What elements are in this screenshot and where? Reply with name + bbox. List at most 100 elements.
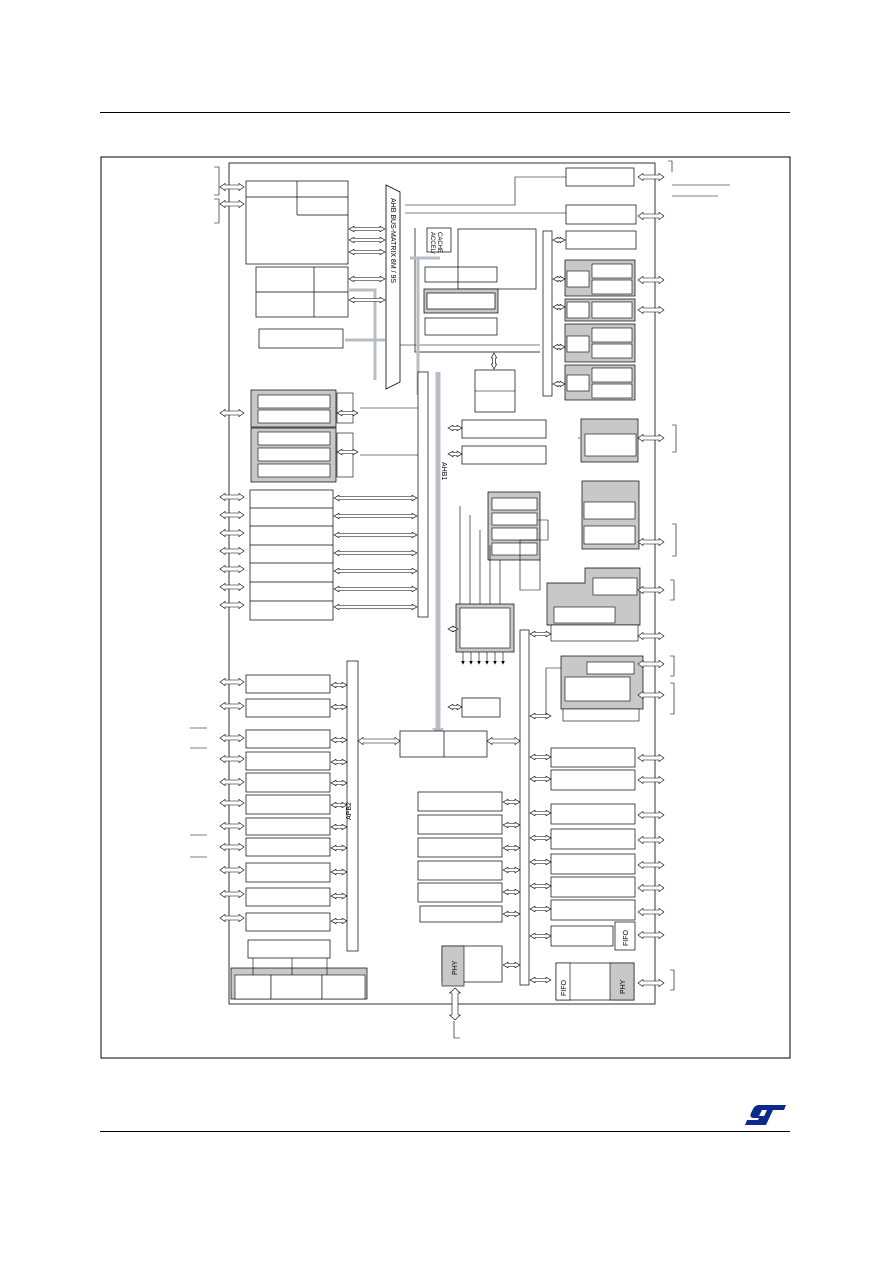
usb-otg-hs-block — [565, 204, 637, 225]
bus-arrow — [330, 681, 348, 689]
bus-arrow — [333, 567, 418, 575]
bus-matrix — [385, 184, 401, 390]
bus-arrow — [219, 582, 245, 592]
bus-arrow — [333, 603, 418, 611]
bus-arrow — [219, 528, 245, 538]
bus-arrow — [330, 844, 348, 852]
analog-block — [230, 967, 368, 1000]
timer-group-1 — [564, 259, 636, 297]
bus-arrow — [447, 625, 459, 633]
pwr-block — [581, 480, 640, 550]
debug-block — [258, 328, 344, 349]
bus-arrow — [219, 777, 245, 787]
bus-arrow — [330, 868, 348, 876]
bus-arrow — [348, 236, 386, 244]
bus-arrow — [330, 758, 348, 766]
bus-arrow — [637, 690, 665, 700]
fifo-label-2: FIFO — [561, 980, 568, 996]
bus-arrow — [330, 917, 348, 925]
dac-block — [560, 655, 644, 722]
st-logo-icon — [745, 1105, 786, 1125]
bus-arrow — [330, 823, 348, 831]
bus-arrow — [219, 546, 245, 556]
cache-block — [426, 227, 452, 253]
bus-arrow — [637, 585, 665, 595]
bus-arrow — [529, 712, 552, 720]
bus-arrow — [637, 835, 665, 845]
fifo-label-1: FIFO — [623, 930, 630, 946]
bus-arrow — [333, 494, 418, 502]
timer-group-3 — [564, 323, 636, 363]
bus-arrow — [637, 305, 665, 315]
bus-arrow — [529, 775, 552, 783]
sram-block-1 — [424, 266, 498, 283]
bus-arrow — [637, 753, 665, 763]
bus-arrow — [552, 343, 566, 351]
apb2-bus — [346, 660, 359, 952]
ethernet-block — [565, 167, 635, 187]
bus-arrow — [529, 858, 552, 866]
bus-arrow — [502, 910, 521, 918]
core-block — [245, 180, 349, 265]
usb-otg-fs-block — [565, 230, 637, 250]
bus-arrow — [219, 677, 245, 687]
ahb1-label: AHB1 — [440, 462, 447, 480]
timer-group-4 — [564, 364, 636, 401]
bus-arrow — [502, 821, 521, 829]
apb2-peripherals — [245, 674, 331, 959]
bus-arrow — [502, 844, 521, 852]
apb1-peripherals-mid — [417, 791, 503, 923]
apb1-bus — [519, 629, 530, 986]
bus-arrow — [529, 630, 552, 638]
bus-arrow — [219, 600, 245, 610]
bus-arrow — [219, 564, 245, 574]
bus-arrow — [448, 987, 462, 1021]
bus-arrow — [219, 492, 245, 502]
bus-arrow — [219, 842, 245, 852]
bus-arrow — [357, 736, 401, 746]
bus-arrow — [333, 531, 418, 539]
bus-arrow — [348, 248, 386, 256]
ahb-periph-1 — [461, 419, 547, 439]
bus-arrow — [637, 275, 665, 285]
bus-arrow — [447, 424, 463, 432]
bus-arrow — [336, 448, 359, 456]
ahb-apb-bridge — [399, 730, 488, 758]
bus-arrow — [219, 865, 245, 875]
gpio-ports — [249, 489, 334, 621]
bus-arrow — [348, 296, 386, 304]
bus-arrow — [330, 703, 348, 711]
bus-arrow — [637, 860, 665, 870]
bus-arrow — [637, 930, 665, 940]
bus-arrow — [552, 380, 566, 388]
bus-arrow — [637, 211, 665, 221]
bus-arrow — [348, 225, 386, 233]
bus-matrix-label: AHB BUS-MATRIX 8M / 9S — [389, 198, 396, 283]
phy-block-bottom: PHY — [441, 945, 503, 987]
bus-arrow — [486, 736, 521, 746]
phy-label-2: PHY — [452, 960, 459, 975]
bus-arrow — [529, 905, 552, 913]
bus-arrow — [219, 754, 245, 764]
dma-block-2 — [250, 427, 354, 483]
bus-arrow — [333, 585, 418, 593]
bus-arrow — [502, 866, 521, 874]
bus-arrow — [552, 303, 566, 311]
bus-arrow — [333, 549, 418, 557]
bus-arrow — [447, 703, 463, 711]
ahb-periph-3 — [461, 697, 501, 718]
bus-arrow — [447, 450, 463, 458]
bus-arrow — [336, 409, 359, 417]
bus-arrow — [637, 537, 665, 547]
bus-arrow — [330, 801, 348, 809]
bus-arrow — [637, 978, 665, 988]
bus-arrow — [348, 275, 386, 283]
usb-phy-block: FIFO PHY — [555, 962, 635, 1001]
bus-arrow — [502, 961, 521, 969]
bus-arrow — [219, 733, 245, 743]
cache-label-2: CACHE — [436, 232, 442, 253]
bus-arrow — [490, 352, 498, 370]
bus-arrow — [502, 888, 521, 896]
bus-arrow — [637, 810, 665, 820]
